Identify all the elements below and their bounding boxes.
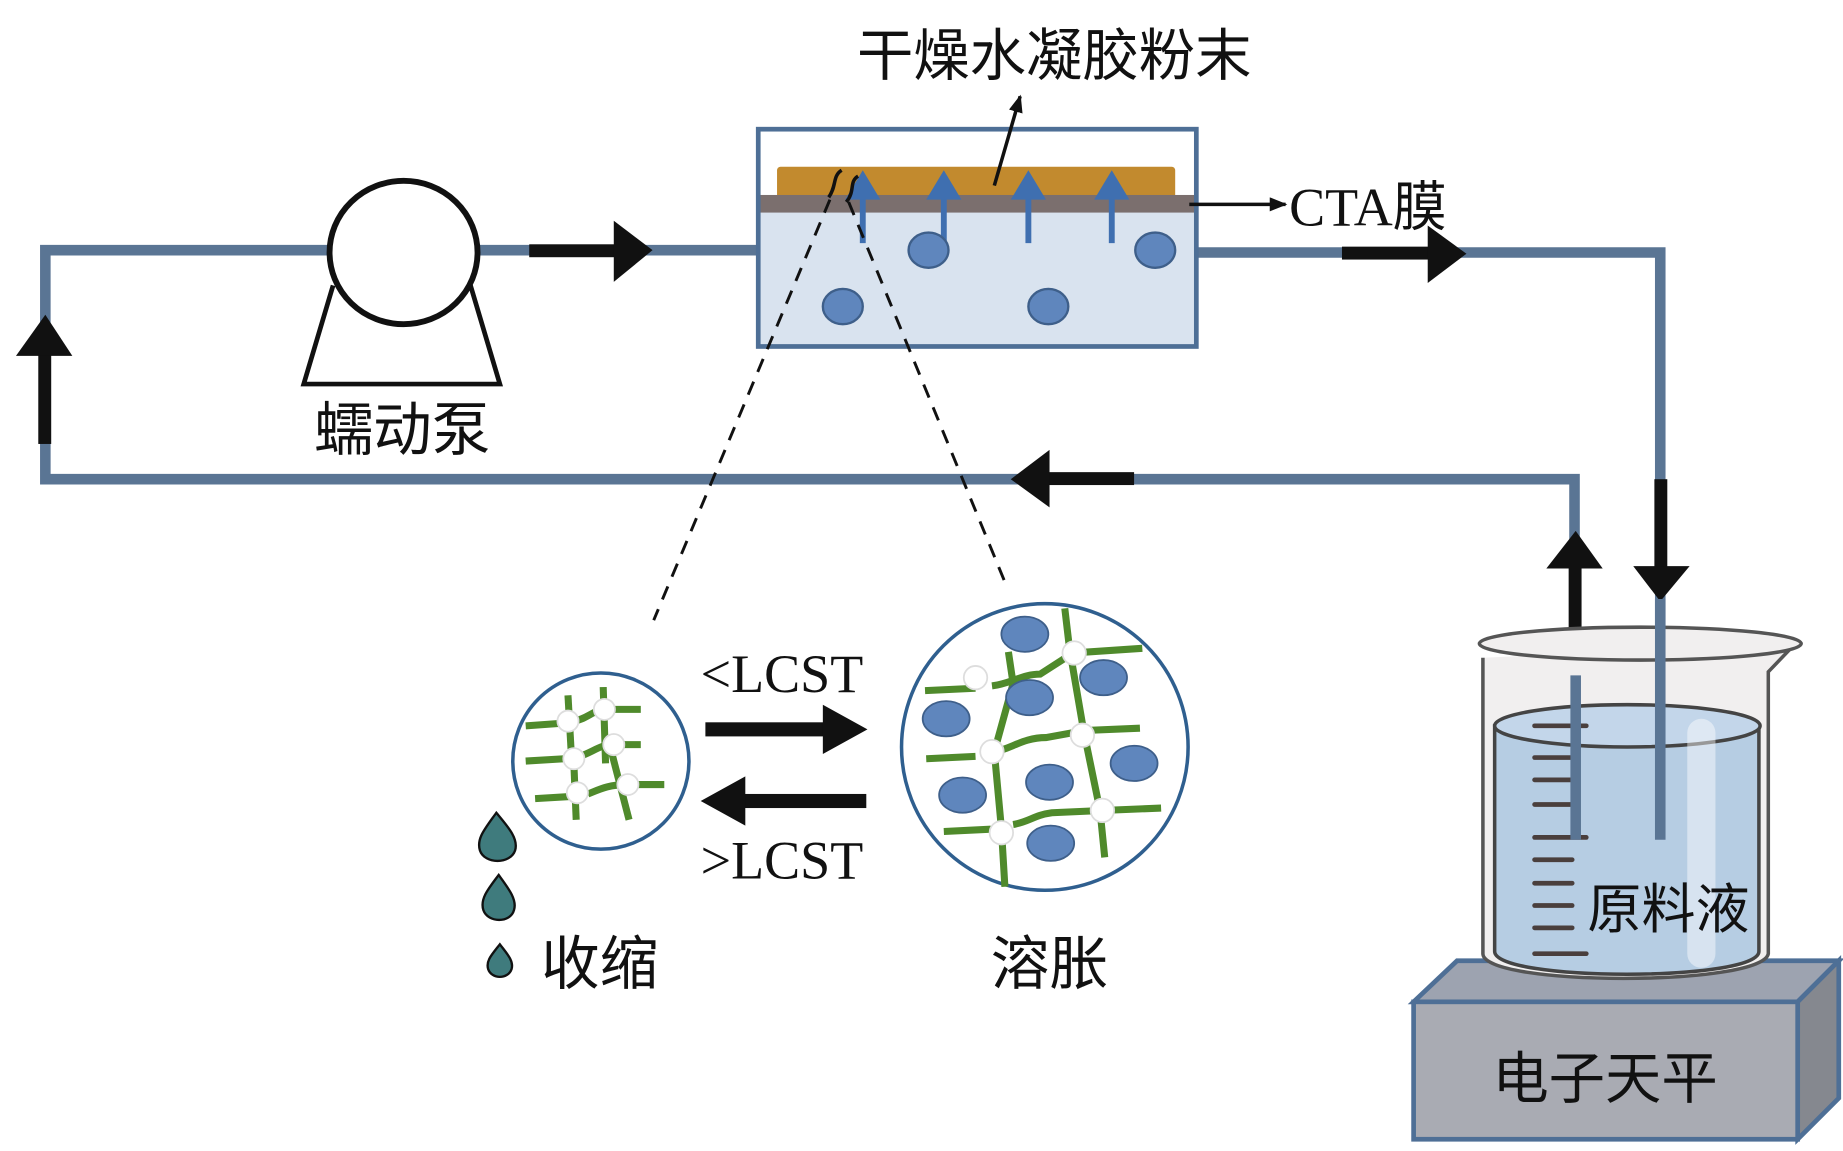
- water-molecule: [938, 776, 987, 814]
- droplet-icon: [477, 810, 517, 863]
- flow-arrow-right-2: [1341, 225, 1467, 284]
- flow-arrow-left: [1010, 449, 1135, 508]
- flow-arrow-down-right: [1633, 479, 1690, 602]
- water-molecule: [1027, 287, 1070, 326]
- water-molecule: [1005, 679, 1054, 717]
- swell-label: 溶胀: [991, 929, 1108, 998]
- permeation-arrow: [1010, 170, 1046, 244]
- water-molecule: [1109, 744, 1159, 782]
- water-molecule: [1000, 615, 1050, 653]
- beaker-highlight: [1687, 718, 1716, 968]
- cta-membrane: [758, 194, 1197, 213]
- zoom-line-left: [652, 199, 832, 621]
- hydrogel-powder-layer: [777, 166, 1176, 200]
- shrink-label: 收缩: [541, 929, 658, 998]
- water-molecule: [1026, 824, 1076, 862]
- hydrogel-pointer-arrow: [992, 94, 1023, 187]
- feed-liquid: [1492, 724, 1761, 976]
- balance-front: [1411, 999, 1801, 1142]
- zoom-marker: [844, 174, 860, 204]
- membrane-cell: [652, 126, 1199, 621]
- feed-solution-label: 原料液: [1587, 878, 1749, 941]
- flow-arrow-up-left: [15, 314, 73, 444]
- membrane-label: CTA膜: [1289, 178, 1447, 238]
- beaker: [1477, 598, 1803, 981]
- pump-label: 蠕动泵: [314, 395, 490, 464]
- cell-lower-chamber: [758, 209, 1197, 347]
- water-droplets: [477, 810, 517, 979]
- flow-arrow-right-1: [529, 220, 653, 282]
- water-molecule: [1025, 763, 1074, 801]
- shrink-direction-arrow: [700, 776, 867, 826]
- water-molecules: [821, 231, 1177, 326]
- cell-frame: [755, 126, 1199, 349]
- water-molecule: [821, 287, 864, 326]
- droplet-icon: [486, 942, 514, 979]
- permeation-arrows: [845, 170, 1130, 253]
- water-molecule: [921, 700, 971, 738]
- beaker-rim: [1477, 625, 1803, 662]
- swollen-hydrogel: [899, 601, 1190, 893]
- shrunk-hydrogel: [511, 671, 691, 851]
- above-lcst-label: >LCST: [701, 831, 864, 891]
- balance-label: 电子天平: [1492, 1047, 1717, 1112]
- below-lcst-label: <LCST: [701, 644, 864, 704]
- water-molecule: [1079, 659, 1128, 697]
- swell-direction-arrow: [705, 704, 868, 755]
- zoom-line-right: [847, 201, 1008, 586]
- hydrogel-powder-label: 干燥水凝胶粉末: [857, 24, 1252, 89]
- peristaltic-pump-icon: [300, 177, 504, 387]
- liquid-surface: [1492, 702, 1762, 749]
- permeation-arrow: [1094, 170, 1130, 244]
- water-molecule: [1134, 231, 1177, 269]
- water-molecule: [907, 231, 950, 269]
- zoom-marker: [827, 168, 843, 199]
- droplet-icon: [481, 873, 516, 922]
